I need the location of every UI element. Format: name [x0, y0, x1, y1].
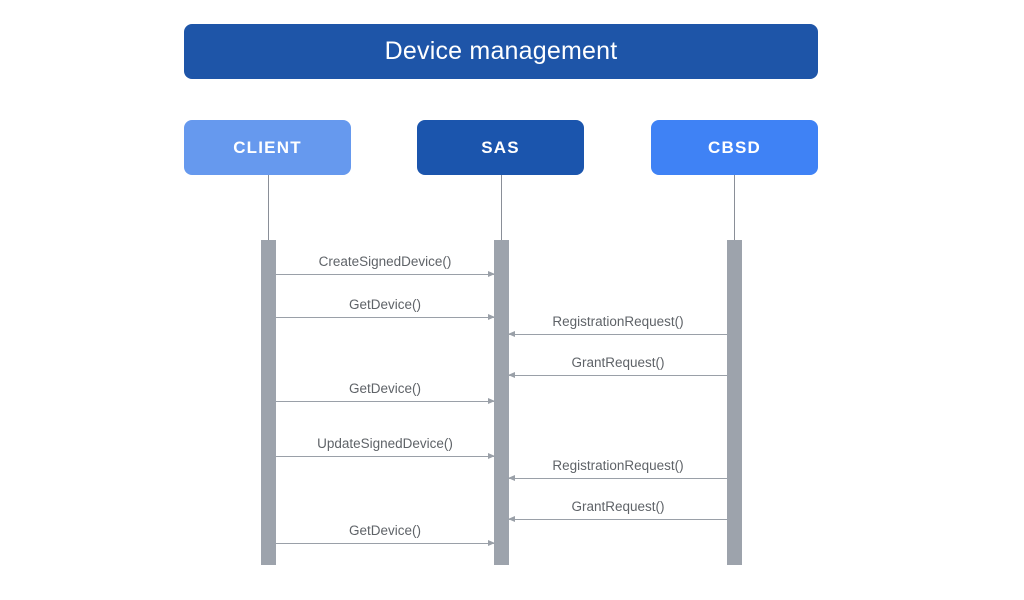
- participant-box-sas[interactable]: SAS: [417, 120, 584, 175]
- arrowhead-right-icon: [488, 397, 495, 404]
- message-line: [276, 543, 494, 544]
- arrowhead-right-icon: [488, 270, 495, 277]
- lifeline-client: [268, 175, 269, 241]
- activation-bar-cbsd: [727, 240, 742, 565]
- message-line: [276, 274, 494, 275]
- message-label: UpdateSignedDevice(): [317, 435, 453, 451]
- page-title: Device management: [384, 37, 618, 65]
- message-label: RegistrationRequest(): [552, 457, 684, 473]
- lifeline-cbsd: [734, 175, 735, 241]
- participant-label-sas: SAS: [481, 138, 520, 157]
- message-line: [509, 478, 727, 479]
- arrowhead-right-icon: [488, 539, 495, 546]
- message-label: GetDevice(): [348, 296, 421, 312]
- activation-bar-sas: [494, 240, 509, 565]
- message-line: [509, 375, 727, 376]
- message-label: GetDevice(): [348, 380, 421, 396]
- participant-label-client: CLIENT: [233, 138, 302, 157]
- message-label: CreateSignedDevice(): [318, 253, 452, 269]
- arrowhead-right-icon: [488, 313, 495, 320]
- arrowhead-right-icon: [488, 452, 495, 459]
- diagram-title-bar: Device management: [184, 24, 818, 79]
- participant-label-cbsd: CBSD: [708, 138, 761, 157]
- message-line: [509, 334, 727, 335]
- message-label: RegistrationRequest(): [552, 313, 684, 329]
- arrowhead-left-icon: [508, 515, 515, 522]
- message-line: [276, 401, 494, 402]
- activation-bar-client: [261, 240, 276, 565]
- lifeline-sas: [501, 175, 502, 241]
- arrowhead-left-icon: [508, 474, 515, 481]
- arrowhead-left-icon: [508, 330, 515, 337]
- message-label: GetDevice(): [348, 522, 421, 538]
- message-line: [276, 317, 494, 318]
- message-label: GrantRequest(): [571, 354, 665, 370]
- participant-box-client[interactable]: CLIENT: [184, 120, 351, 175]
- message-label: GrantRequest(): [571, 498, 665, 514]
- message-line: [276, 456, 494, 457]
- arrowhead-left-icon: [508, 371, 515, 378]
- participant-box-cbsd[interactable]: CBSD: [651, 120, 818, 175]
- message-line: [509, 519, 727, 520]
